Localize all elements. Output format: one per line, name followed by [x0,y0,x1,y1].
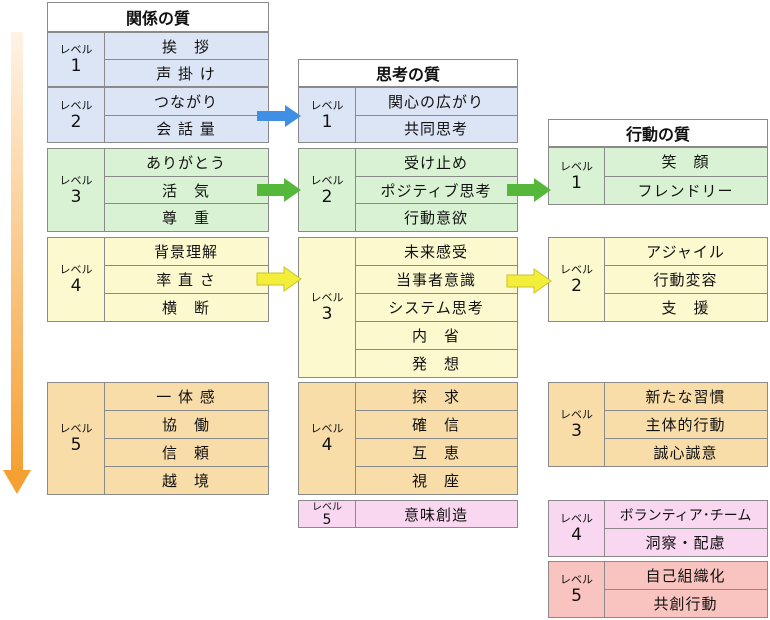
thinking-item: 互 恵 [355,438,517,466]
action-item: 自己組織化 [645,567,726,585]
relation-item: 背景理解 [153,243,218,261]
relation-item: 活 気 [104,175,268,204]
level-label: レベル 1 [299,88,356,142]
thinking-item: 共同思考 [355,114,517,143]
thinking-item: 内 省 [355,321,517,349]
level-label: レベル 1 [549,148,605,204]
relation-level-3: レベル 3 ありがとう 活 気 尊 重 [47,148,269,232]
level-label: レベル 3 [48,149,105,231]
action-level-3: レベル 3 新たな習慣 主体的行動 誠心誠意 [548,382,768,467]
relation-item: 尊 重 [104,203,268,231]
relation-item: 信 頼 [104,438,268,466]
progression-arrow [3,32,31,494]
thinking-item: 行動意欲 [355,203,517,231]
action-level-5: レベル 5 自己組織化 共創行動 [548,561,768,618]
level-label: レベル 3 [549,383,605,466]
action-item: 誠心誠意 [604,438,767,466]
level-label: レベル 2 [48,88,105,142]
relation-level-4: レベル 4 背景理解 率 直 さ 横 断 [47,237,269,322]
action-item: アジャイル [646,243,725,261]
relation-quality-header: 関係の質 [47,2,269,32]
action-item: 洞察・配慮 [604,528,767,556]
level-label: レベル 2 [549,238,605,321]
level-label: レベル 2 [299,149,356,231]
relation-item: 一 体 感 [156,388,216,406]
action-item: 共創行動 [604,589,767,617]
relation-quality-title: 関係の質 [125,9,190,28]
thinking-level-2: レベル 2 受け止め ポジティブ思考 行動意欲 [298,148,518,232]
action-item: ボランティア･チーム [619,507,752,524]
action-item: 新たな習慣 [645,388,726,406]
thinking-level-3: レベル 3 未来感受 当事者意識 システム思考 内 省 発 想 [298,237,518,378]
action-level-4: レベル 4 ボランティア･チーム 洞察・配慮 [548,500,768,557]
relation-level-2: レベル 2 つながり 会 話 量 [47,87,269,143]
level-label: レベル 4 [549,501,605,556]
relation-item: 横 断 [104,293,268,321]
thinking-level-1: レベル 1 関心の広がり 共同思考 [298,87,518,143]
level-label: レベル 4 [48,238,105,321]
action-item: 主体的行動 [604,410,767,438]
level-label: レベル 1 [48,33,105,86]
action-level-1: レベル 1 笑 顔 フレンドリー [548,147,768,205]
level-label: レベル 5 [48,383,105,494]
relation-item: 協 働 [104,410,268,438]
yellow-arrow-thinking-to-action [506,268,552,294]
thinking-item: 視 座 [355,466,517,494]
level-label: レベル 3 [299,238,356,377]
action-quality-header: 行動の質 [548,119,768,147]
action-item: フレンドリー [604,175,767,205]
thinking-quality-header: 思考の質 [298,59,518,87]
thinking-level-5: レベル 5 意味創造 [298,500,518,528]
relation-item: 越 境 [104,466,268,494]
level-label: レベル 5 [299,501,356,527]
thinking-item: 意味創造 [403,505,468,524]
relation-level-1: レベル 1 挨 拶 声 掛 け [47,32,269,87]
blue-arrow [257,105,301,127]
relation-level-5: レベル 5 一 体 感 協 働 信 頼 越 境 [47,382,269,495]
relation-item: 挨 拶 [161,37,210,56]
thinking-item: システム思考 [355,293,517,321]
thinking-item: ポジティブ思考 [355,175,517,204]
thinking-level-4: レベル 4 探 求 確 信 互 恵 視 座 [298,382,518,495]
action-quality-title: 行動の質 [625,125,690,144]
action-item: 支 援 [604,293,767,321]
level-label: レベル 5 [549,562,605,617]
thinking-item: 受け止め [403,153,468,172]
thinking-item: 未来感受 [403,243,468,261]
relation-item: 会 話 量 [104,114,268,143]
relation-item: ありがとう [145,153,226,172]
thinking-item: 関心の広がり [387,92,484,111]
relation-item: 声 掛 け [104,59,268,86]
relation-item: つながり [153,92,218,111]
green-arrow-thinking-to-action [507,178,551,202]
action-item: 笑 顔 [661,153,710,172]
level-label: レベル 4 [299,383,356,494]
thinking-quality-title: 思考の質 [375,65,440,84]
thinking-item: 発 想 [355,349,517,377]
relation-item: 率 直 さ [104,265,268,293]
action-item: 行動変容 [604,265,767,293]
yellow-arrow-relation-to-thinking [256,266,302,292]
action-level-2: レベル 2 アジャイル 行動変容 支 援 [548,237,768,322]
thinking-item: 確 信 [355,410,517,438]
thinking-item: 当事者意識 [355,265,517,293]
green-arrow-relation-to-thinking [257,178,301,202]
thinking-item: 探 求 [411,388,460,406]
